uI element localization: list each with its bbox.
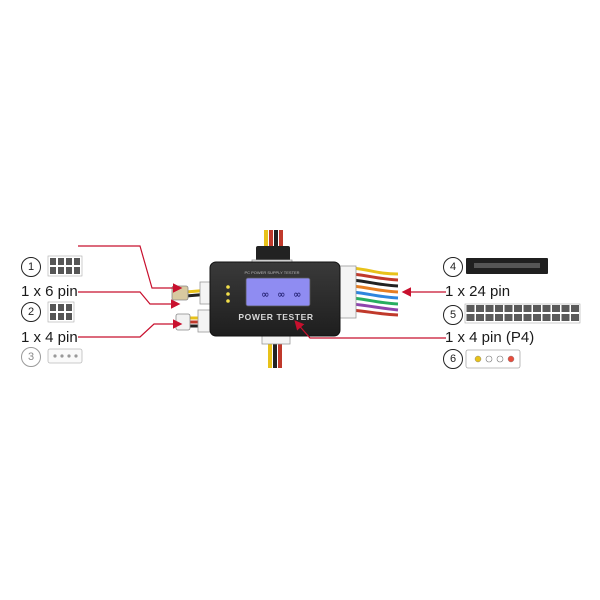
status-led-3 — [226, 299, 230, 303]
status-led-1 — [226, 285, 230, 289]
connector-number-5: 5 — [443, 305, 463, 325]
bottom-cable-bundle — [268, 340, 282, 368]
atx-pin — [561, 314, 570, 321]
sata-connector-icon — [466, 258, 548, 274]
atx-pin — [495, 305, 503, 312]
atx-pin — [466, 314, 475, 321]
label-4-pin-p4: 1 x 4 pin (P4) — [445, 329, 535, 346]
label-4-pin-left: 1 x 4 pin — [21, 329, 78, 346]
svg-text:∞: ∞ — [262, 288, 269, 301]
connector-number-1: 1 — [21, 257, 41, 277]
right-cable-bundle — [351, 266, 399, 317]
top-cable-bundle — [256, 230, 290, 264]
arrow-to-4pin-left — [78, 319, 183, 338]
atx-pin — [514, 314, 522, 321]
atx-pin — [533, 305, 541, 312]
atx-pin — [542, 314, 551, 321]
atx-pin — [476, 305, 484, 312]
atx-pin — [552, 305, 560, 312]
device-brand: POWER TESTER — [238, 312, 313, 322]
arrow-to-6pin — [78, 291, 181, 309]
arrow-to-8pin — [78, 245, 183, 293]
floppy-4-pin-connector-icon — [465, 349, 521, 369]
lcd-display — [245, 277, 311, 307]
atx-pin — [466, 305, 475, 312]
atx-pin — [552, 314, 560, 321]
status-led-2 — [226, 292, 230, 296]
label-6-pin: 1 x 6 pin — [21, 283, 78, 300]
24-pin-atx-connector-icon — [464, 303, 581, 324]
svg-text:∞: ∞ — [294, 288, 301, 301]
arrow-to-4pin-p4 — [294, 320, 446, 339]
connector-number-3: 3 — [21, 347, 41, 367]
connector-number-4: 4 — [443, 257, 463, 277]
device-small-label: PC POWER SUPPLY TESTER — [244, 270, 299, 275]
atx-pin — [485, 314, 494, 321]
connector-number-6: 6 — [443, 349, 463, 369]
molex-4-pin-connector-icon — [47, 348, 83, 364]
atx-pin — [504, 314, 513, 321]
atx-pin — [495, 314, 503, 321]
atx-pin — [485, 305, 494, 312]
atx-pin — [561, 305, 570, 312]
atx-pin — [571, 314, 579, 321]
atx-pin — [571, 305, 579, 312]
atx-pin — [476, 314, 484, 321]
label-24-pin: 1 x 24 pin — [445, 283, 511, 300]
atx-pin — [523, 305, 532, 312]
connector-number-2: 2 — [21, 302, 41, 322]
atx-pin — [533, 314, 541, 321]
power-tester-device: PC POWER SUPPLY TESTER ∞ ∞ ∞ POWER TESTE… — [209, 261, 341, 337]
svg-text:∞: ∞ — [278, 288, 285, 301]
8-pin-connector-icon — [47, 255, 83, 277]
atx-pin — [504, 305, 513, 312]
atx-pin — [514, 305, 522, 312]
atx-pin — [542, 305, 551, 312]
atx-pin — [523, 314, 532, 321]
6-pin-connector-icon — [47, 301, 75, 323]
